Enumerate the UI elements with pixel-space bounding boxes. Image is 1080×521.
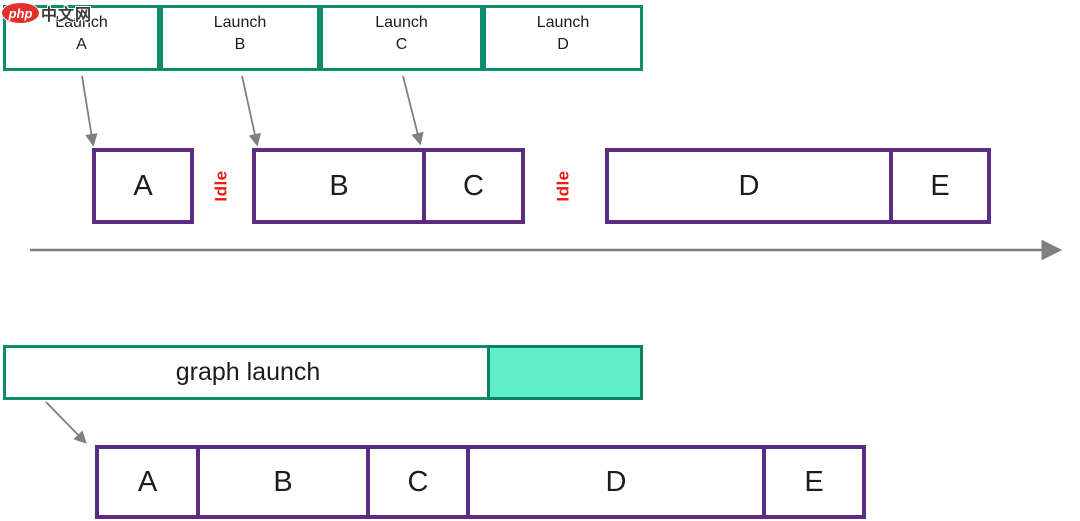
stream-block-d: D [605, 148, 893, 224]
stream-block-c: C [422, 148, 525, 224]
idle-label-2-text: Idle [553, 170, 573, 202]
launch-box-d-letter: D [557, 35, 569, 53]
graph-launch-box: graph launch [3, 345, 643, 400]
graph-block-c: C [366, 445, 470, 519]
launch-box-c: Launch C [320, 5, 483, 71]
launch-row: Launch A Launch B Launch C Launch D [3, 5, 643, 71]
stream-blocks-de: D E [605, 148, 991, 224]
graph-launch-label: graph launch [175, 358, 321, 386]
arrow-graph-launch-to-row-icon [45, 401, 87, 444]
idle-label-2: Idle [534, 156, 594, 216]
stream-block-e: E [889, 148, 991, 224]
launch-box-a: Launch A [3, 5, 160, 71]
launch-box-c-letter: C [395, 35, 408, 53]
graph-block-e: E [762, 445, 866, 519]
graph-block-d: D [466, 445, 766, 519]
stream-blocks-bc: B C [252, 148, 525, 224]
arrow-launch-c-to-c-icon [402, 75, 424, 146]
graph-block-a: A [95, 445, 200, 519]
watermark-site-name: 中文网 [41, 7, 93, 24]
graph-execution-row: A B C D E [95, 445, 866, 519]
launch-box-d-word: Launch [536, 14, 590, 31]
watermark-logo: php 中文网 [2, 1, 92, 25]
graph-launch-filled-segment [487, 345, 643, 400]
stream-block-b: B [252, 148, 426, 224]
idle-label-1: Idle [192, 156, 252, 216]
launch-box-c-word: Launch [375, 14, 428, 31]
arrow-launch-a-to-a-icon [81, 75, 98, 147]
arrow-launch-b-to-b-icon [241, 75, 261, 147]
launch-box-a-letter: A [76, 35, 87, 53]
php-logo-icon: php [2, 3, 39, 23]
launch-box-b-word: Launch [213, 14, 267, 31]
idle-label-1-text: Idle [211, 170, 231, 202]
graph-block-b: B [196, 445, 370, 519]
stream-block-a: A [92, 148, 194, 224]
launch-box-b: Launch B [160, 5, 320, 71]
launch-box-a-word: Launch [55, 14, 108, 31]
stream-block-a-wrap: A [92, 148, 194, 224]
launch-box-b-letter: B [234, 35, 246, 53]
launch-box-d: Launch D [483, 5, 643, 71]
